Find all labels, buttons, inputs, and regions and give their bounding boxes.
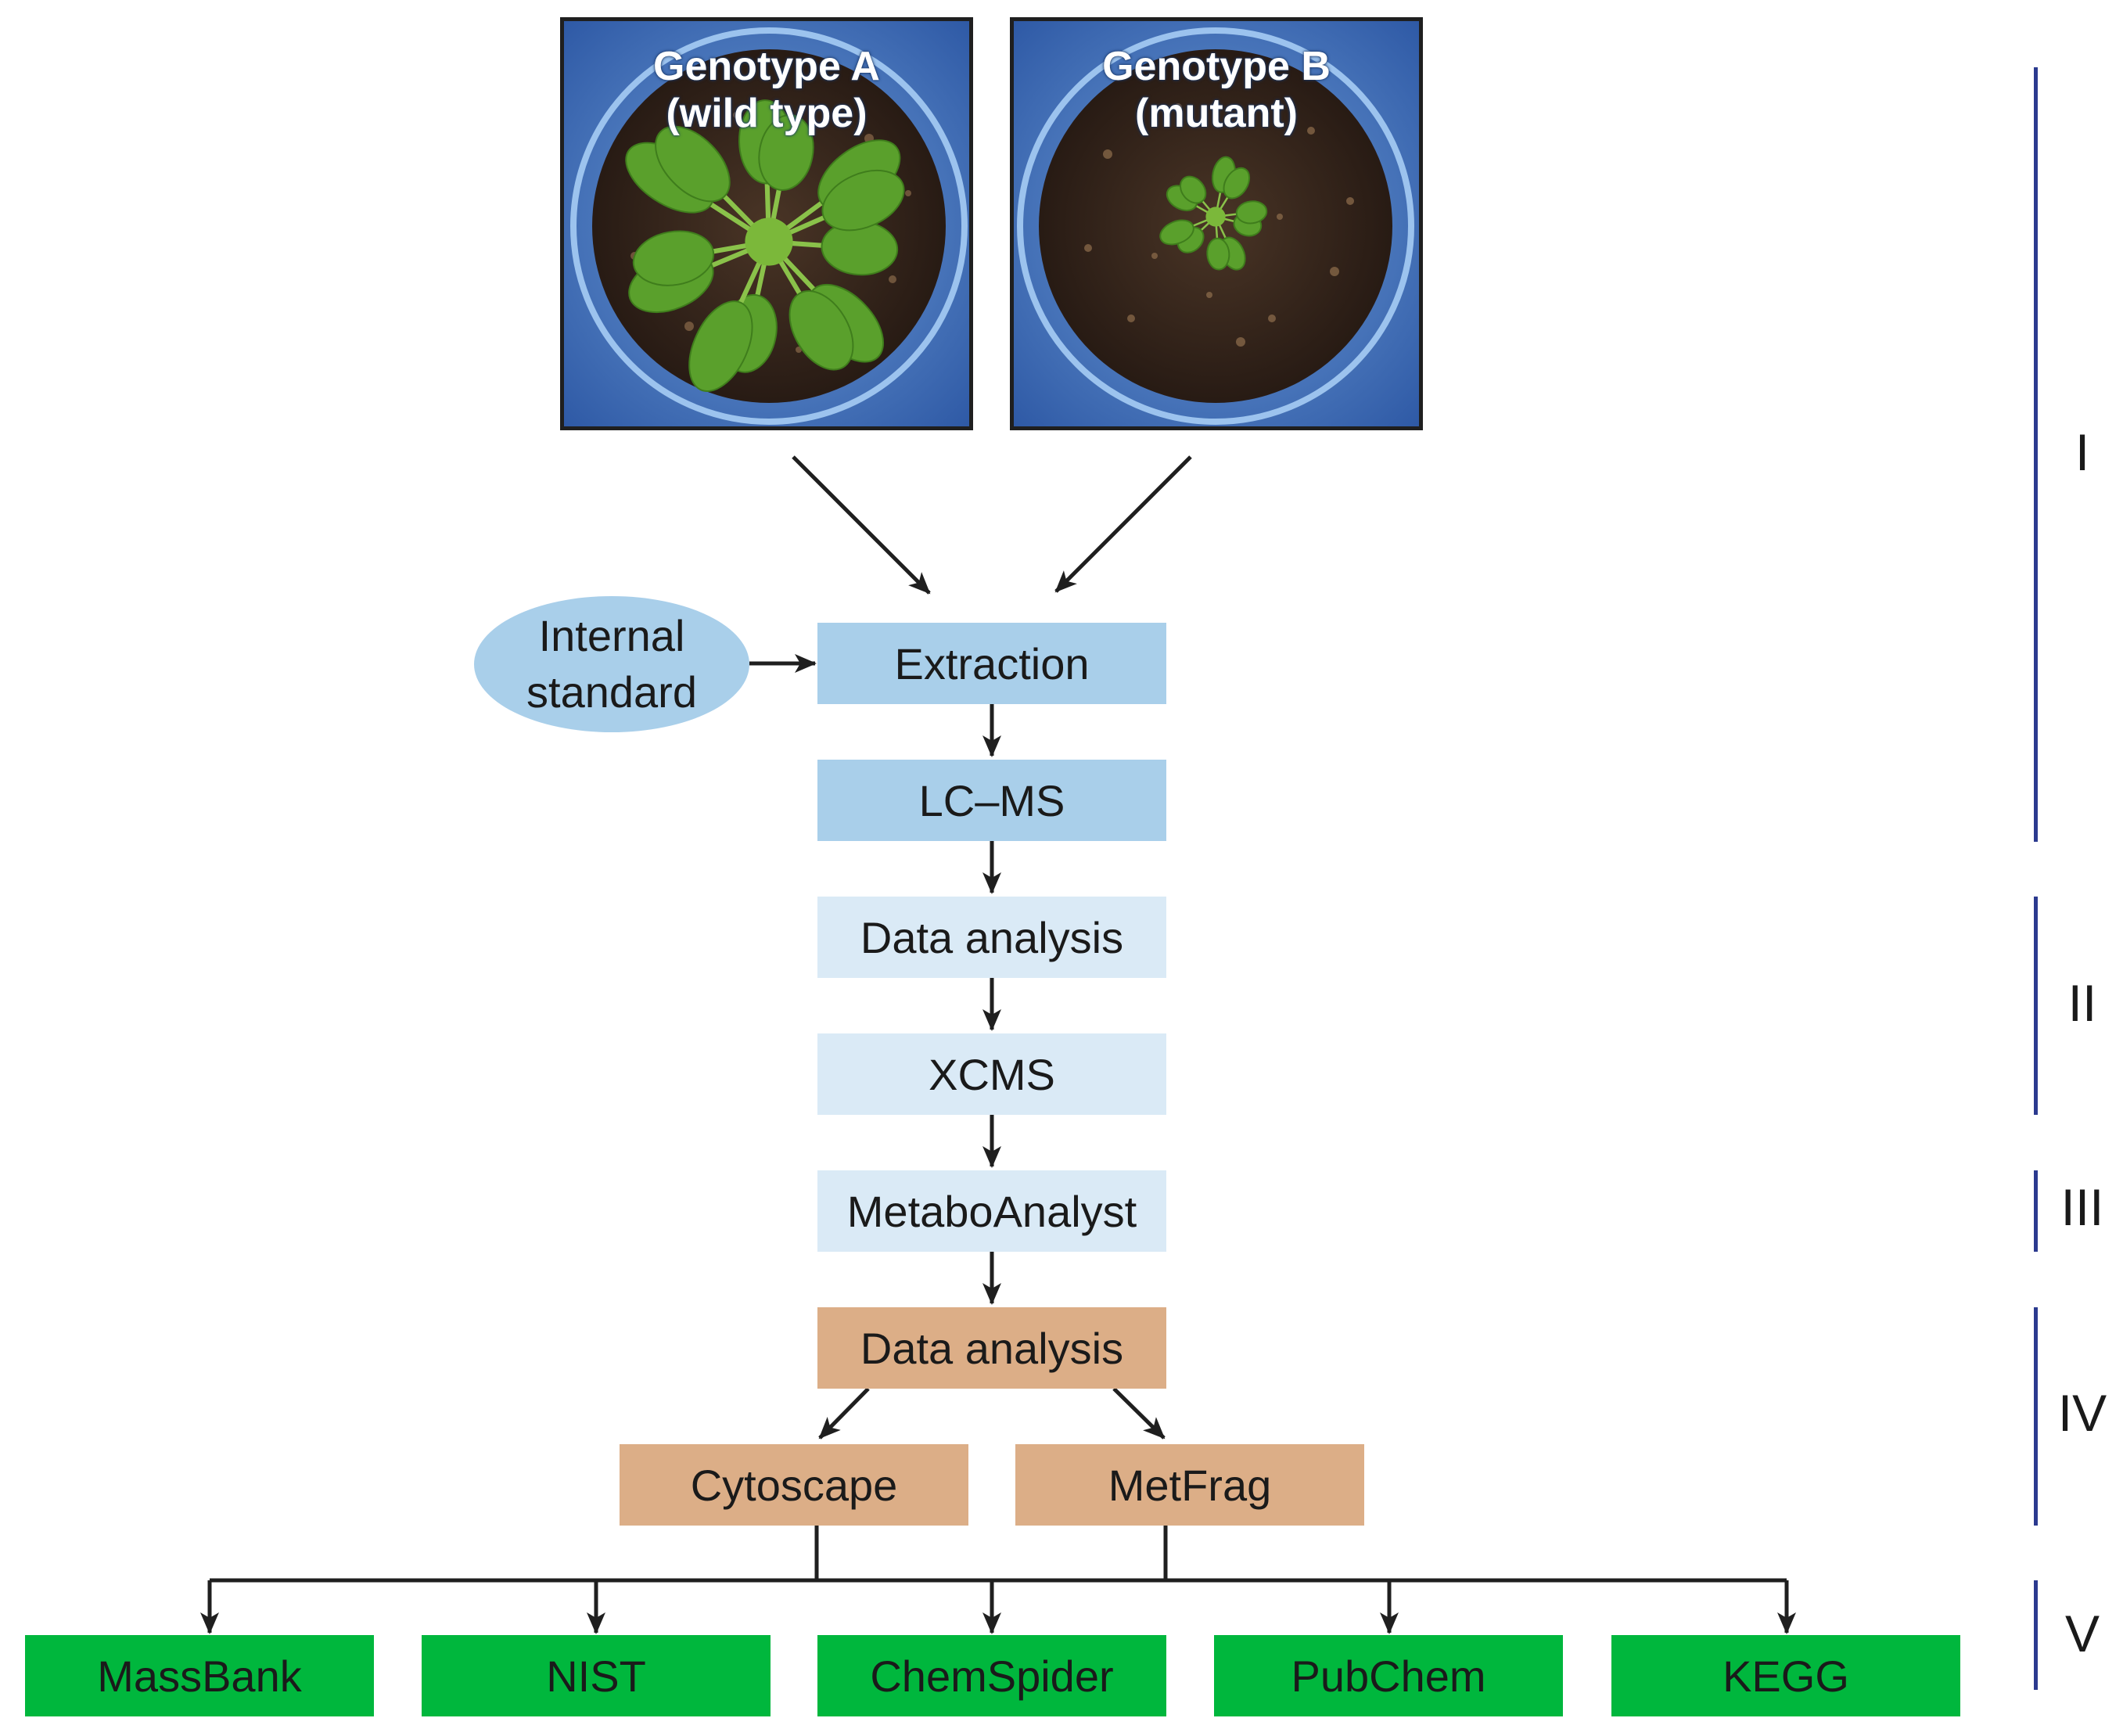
genotype-a-photo: Genotype A (wild type) bbox=[560, 17, 973, 430]
phase-5-label: V bbox=[2064, 1605, 2100, 1662]
wild-type-rosette bbox=[625, 99, 905, 392]
kegg-node: KEGG bbox=[1611, 1635, 1960, 1716]
rosette-center bbox=[745, 217, 793, 266]
leaf bbox=[1206, 237, 1230, 271]
metfrag-node: MetFrag bbox=[1015, 1444, 1364, 1526]
xcms-node: XCMS bbox=[817, 1033, 1166, 1115]
metaboanalyst-node: MetaboAnalyst bbox=[817, 1170, 1166, 1252]
arrow-data-analysis-to-cytoscape bbox=[818, 1387, 870, 1439]
phase-1-label: I bbox=[2075, 423, 2090, 481]
internal-standard-line2: standard bbox=[526, 667, 697, 717]
leaf bbox=[1159, 219, 1194, 246]
genotype-b-caption: Genotype B (mutant) bbox=[1014, 43, 1419, 137]
pubchem-node: PubChem bbox=[1214, 1635, 1563, 1716]
extraction-node: Extraction bbox=[817, 623, 1166, 704]
genotype-b-photo: Genotype B (mutant) bbox=[1010, 17, 1423, 430]
arrow-photo-a-to-extraction bbox=[792, 455, 931, 595]
leaf bbox=[1223, 167, 1251, 199]
phase-4-label: IV bbox=[2057, 1384, 2107, 1442]
leaf bbox=[821, 169, 905, 232]
phase-5-bar bbox=[2034, 1580, 2038, 1690]
rosette-center bbox=[1205, 207, 1226, 227]
nist-node: NIST bbox=[422, 1635, 771, 1716]
phase-4-bar bbox=[2034, 1307, 2038, 1526]
genotype-b-title: Genotype B bbox=[1102, 44, 1331, 89]
leaf bbox=[655, 125, 731, 203]
wild-type-plant-image bbox=[564, 21, 969, 426]
phase-3-bar bbox=[2034, 1170, 2038, 1252]
phase-3-label: III bbox=[2060, 1178, 2104, 1236]
cytoscape-node: Cytoscape bbox=[620, 1444, 968, 1526]
leaf bbox=[632, 230, 715, 286]
mutant-plant-image bbox=[1014, 21, 1419, 426]
genotype-a-title: Genotype A bbox=[653, 44, 880, 89]
lcms-node: LC–MS bbox=[817, 760, 1166, 841]
data-analysis-node: Data analysis bbox=[817, 897, 1166, 978]
phase-2-bar bbox=[2034, 897, 2038, 1115]
leaf bbox=[1235, 200, 1268, 225]
mutant-rosette bbox=[1159, 156, 1268, 271]
chemspider-node: ChemSpider bbox=[817, 1635, 1166, 1716]
leaf bbox=[688, 300, 753, 392]
massbank-node: MassBank bbox=[25, 1635, 374, 1716]
genotype-a-subtitle: (wild type) bbox=[666, 91, 868, 136]
internal-standard-node: Internal standard bbox=[474, 596, 749, 732]
arrow-photo-b-to-extraction bbox=[1054, 455, 1192, 593]
genotype-a-caption: Genotype A (wild type) bbox=[564, 43, 969, 137]
leaf bbox=[758, 114, 814, 191]
phase-2-label: II bbox=[2067, 974, 2097, 1032]
phase-1-bar bbox=[2034, 67, 2038, 842]
data-analysis-ms-node: Data analysis bbox=[817, 1307, 1166, 1389]
internal-standard-line1: Internal bbox=[538, 611, 685, 660]
leaf bbox=[1180, 175, 1207, 204]
leaf bbox=[788, 289, 854, 371]
genotype-b-subtitle: (mutant) bbox=[1135, 91, 1298, 136]
arrow-data-analysis-to-metfrag bbox=[1112, 1387, 1166, 1439]
